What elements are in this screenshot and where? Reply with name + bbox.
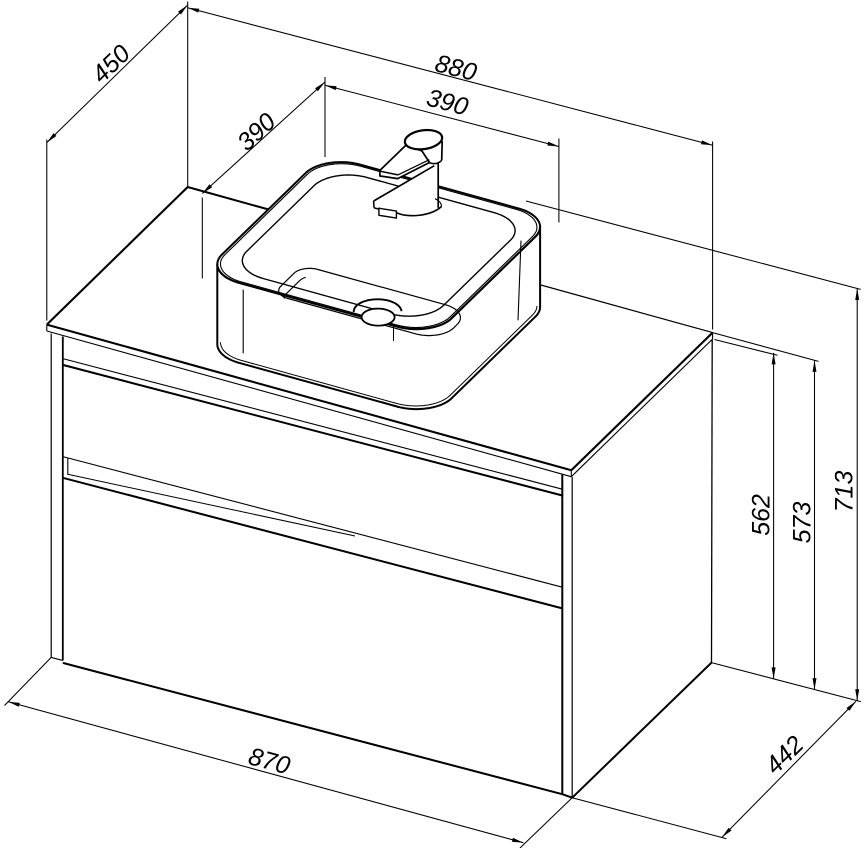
svg-text:573: 573: [788, 502, 816, 544]
svg-text:562: 562: [748, 494, 776, 536]
svg-text:713: 713: [830, 471, 858, 513]
